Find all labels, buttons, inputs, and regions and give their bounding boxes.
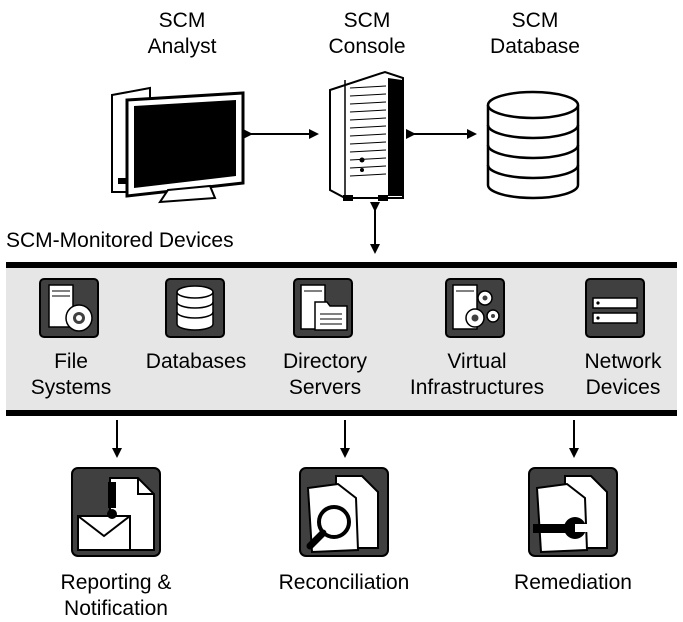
down-arrows bbox=[112, 420, 579, 458]
database-icon bbox=[165, 278, 225, 338]
server-tower-icon bbox=[329, 70, 404, 201]
scm-analyst-label: SCM Analyst bbox=[147, 9, 217, 58]
reconciliation-magnifier-icon bbox=[299, 467, 389, 557]
virtual-infrastructure-icon bbox=[445, 278, 505, 338]
reporting-notification-icon bbox=[71, 467, 161, 557]
network-device-icon bbox=[585, 278, 645, 338]
device-label-network-devices: Network Devices bbox=[584, 350, 662, 399]
scm-database-label: SCM Database bbox=[490, 9, 580, 58]
action-label-remediation: Remediation bbox=[514, 571, 632, 594]
device-label-file-systems: File Systems bbox=[30, 350, 112, 399]
file-system-gear-icon bbox=[39, 278, 99, 338]
device-label-directory-servers: Directory Servers bbox=[282, 350, 368, 399]
directory-server-icon bbox=[293, 278, 353, 338]
scm-console-label: SCM Console bbox=[328, 9, 406, 58]
action-label-reconciliation: Reconciliation bbox=[278, 571, 410, 594]
remediation-wrench-icon bbox=[528, 467, 618, 557]
database-cylinder-icon bbox=[486, 90, 580, 200]
device-label-virtual-infrastructures: Virtual Infrastructures bbox=[409, 350, 545, 399]
top-diagram bbox=[111, 70, 580, 254]
action-label-reporting: Reporting & Notification bbox=[60, 571, 172, 620]
device-label-databases: Databases bbox=[145, 350, 247, 373]
monitor-icon bbox=[111, 86, 245, 204]
monitored-devices-label: SCM-Monitored Devices bbox=[6, 229, 234, 252]
